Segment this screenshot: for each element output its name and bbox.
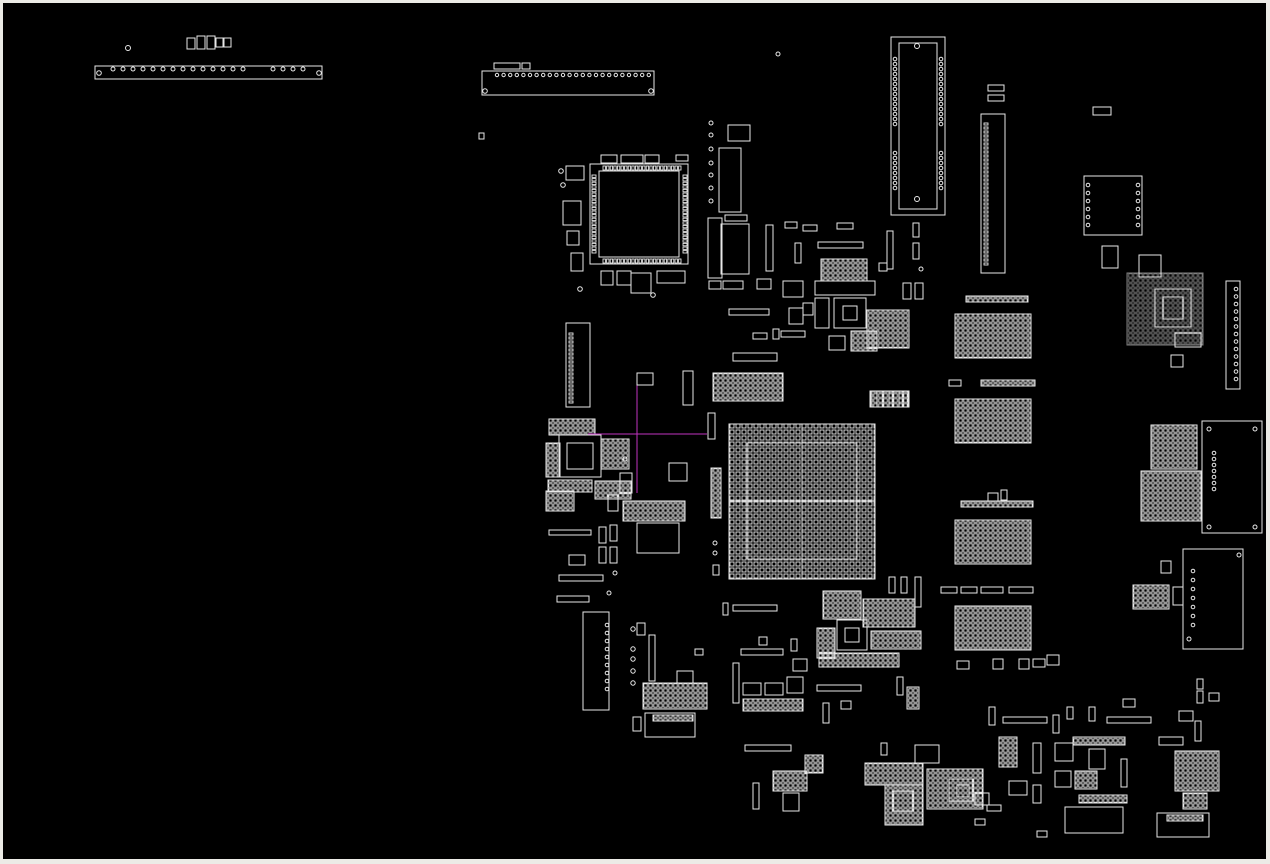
board-view-canvas[interactable] — [3, 3, 1266, 859]
mid-right-small-parts[interactable] — [870, 390, 922, 608]
qfn-ic-center-top[interactable] — [728, 258, 910, 352]
qfn-ic-left[interactable] — [545, 418, 633, 603]
qfp-ic-top[interactable] — [558, 154, 689, 298]
bottom-qfn-cluster[interactable] — [752, 742, 1002, 826]
bottom-center-left-components[interactable] — [632, 648, 920, 752]
small-jumper-block[interactable] — [125, 35, 232, 51]
top-center-connector[interactable] — [478, 62, 655, 140]
crosshair-cursor — [588, 379, 707, 493]
right-mid-parts[interactable] — [1132, 424, 1202, 610]
left-mid-connector[interactable] — [565, 322, 591, 408]
tall-connector-lower[interactable] — [775, 51, 1006, 274]
memory-chip-2[interactable] — [948, 379, 1036, 444]
right-vertical-connector[interactable] — [1225, 280, 1241, 390]
left-bottom-connector[interactable] — [582, 611, 656, 711]
main-bga-chip[interactable] — [728, 423, 876, 580]
tall-connector-upper[interactable] — [890, 36, 946, 216]
right-large-module-2[interactable] — [1182, 548, 1244, 650]
right-chip-square[interactable] — [1083, 106, 1143, 269]
right-qfn-cluster[interactable] — [1126, 254, 1204, 368]
resistor-array-block[interactable] — [712, 352, 909, 408]
memory-chip-3[interactable] — [954, 489, 1034, 565]
bottom-right-components[interactable] — [988, 678, 1220, 838]
mid-left-components[interactable] — [622, 370, 722, 576]
mid-upper-components[interactable] — [707, 120, 924, 300]
top-left-header-connector[interactable] — [94, 65, 323, 80]
memory-chip-1[interactable] — [954, 295, 1032, 359]
right-large-module-1[interactable] — [1201, 420, 1263, 534]
memory-chip-4[interactable] — [940, 586, 1060, 670]
qfn-ic-below-bga[interactable] — [722, 590, 922, 672]
